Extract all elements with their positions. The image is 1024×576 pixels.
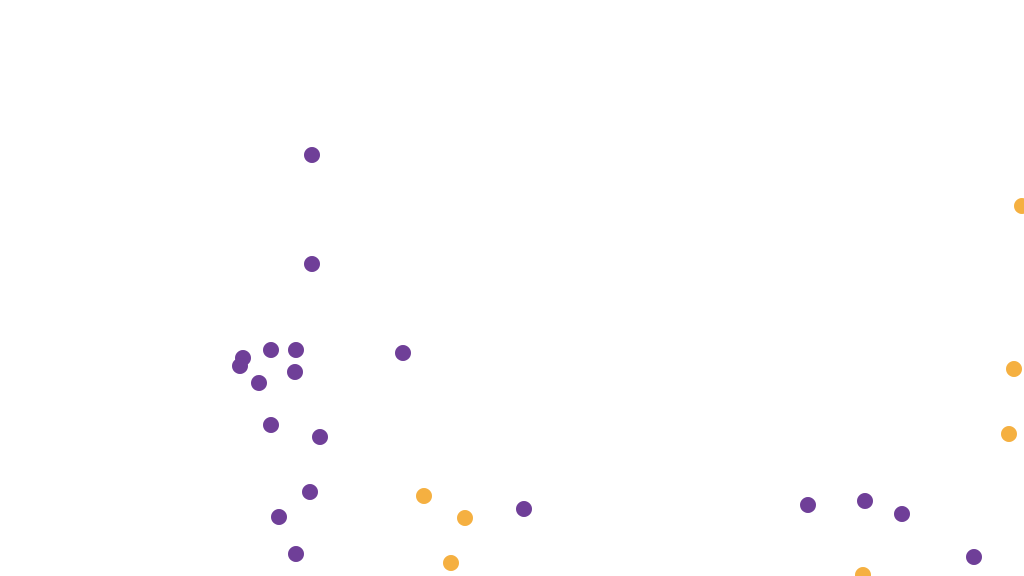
scatter-point-s2-4 <box>416 488 432 504</box>
scatter-point-s1-10 <box>263 417 279 433</box>
scatter-point-s1-19 <box>966 549 982 565</box>
scatter-point-s1-4 <box>232 358 248 374</box>
scatter-point-s1-16 <box>800 497 816 513</box>
scatter-point-s2-5 <box>457 510 473 526</box>
scatter-point-s1-6 <box>288 342 304 358</box>
scatter-point-s1-17 <box>857 493 873 509</box>
scatter-point-s1-5 <box>263 342 279 358</box>
scatter-point-s1-1 <box>304 147 320 163</box>
scatter-point-s2-3 <box>1001 426 1017 442</box>
scatter-point-s1-7 <box>287 364 303 380</box>
scatter-point-s1-18 <box>894 506 910 522</box>
data-points <box>232 147 1024 576</box>
scatter-point-s2-2 <box>1006 361 1022 377</box>
scatter-point-s2-6 <box>443 555 459 571</box>
scatter-point-s1-11 <box>312 429 328 445</box>
scatter-point-s1-8 <box>251 375 267 391</box>
scatter-point-s1-12 <box>302 484 318 500</box>
scatter-point-s1-2 <box>304 256 320 272</box>
scatter-point-s1-15 <box>516 501 532 517</box>
scatter-point-s2-1 <box>1014 198 1024 214</box>
scatter-point-s2-7 <box>855 567 871 576</box>
scatter-point-s1-9 <box>395 345 411 361</box>
scatter-point-s1-13 <box>271 509 287 525</box>
scatter-point-s1-14 <box>288 546 304 562</box>
